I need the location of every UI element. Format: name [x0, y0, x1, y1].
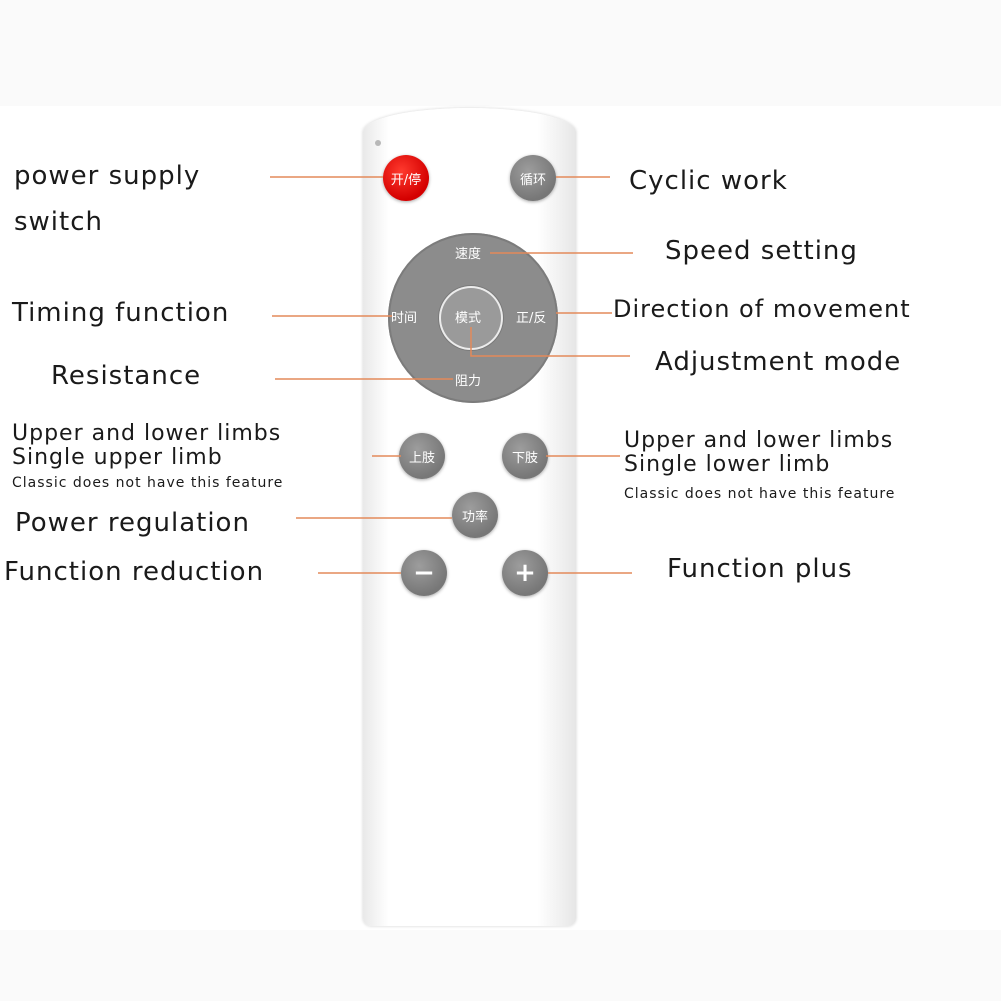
cycle-button-label: 循环: [519, 172, 546, 188]
background-top-band: [0, 0, 1001, 106]
left-limbs-label-line1: Upper and lower limbs: [12, 421, 282, 446]
upper-limb-button-label: 上肢: [408, 450, 435, 466]
function-plus-label: Function plus: [667, 554, 853, 584]
cycle-button[interactable]: 循环: [510, 155, 556, 201]
right-limbs-label-line2: Single lower limb: [624, 452, 831, 477]
right-limbs-note: Classic does not have this feature: [624, 486, 896, 502]
power-button[interactable]: 开/停: [383, 155, 429, 201]
minus-button[interactable]: −: [401, 550, 447, 596]
plus-icon: +: [514, 558, 536, 588]
speed-key-label[interactable]: 速度: [455, 247, 482, 262]
speed-setting-label: Speed setting: [665, 236, 858, 266]
timing-function-label: Timing function: [12, 298, 230, 328]
minus-icon: −: [413, 558, 435, 588]
lower-limb-button-label: 下肢: [511, 450, 538, 466]
indicator-led: [375, 140, 381, 146]
cyclic-work-label: Cyclic work: [629, 166, 788, 196]
power-regulation-label: Power regulation: [15, 508, 250, 538]
direction-of-movement-label: Direction of movement: [613, 295, 911, 323]
plus-button[interactable]: +: [502, 550, 548, 596]
direction-key-label[interactable]: 正/反: [516, 311, 547, 326]
power-regulation-button[interactable]: 功率: [452, 492, 498, 538]
resistance-label: Resistance: [51, 361, 202, 391]
background-bottom-band: [0, 930, 1001, 1001]
power-button-label: 开/停: [390, 172, 422, 188]
power-supply-label-line1: power supply: [14, 161, 201, 191]
power-supply-label-line2: switch: [14, 207, 104, 237]
function-reduction-label: Function reduction: [4, 557, 265, 587]
power-regulation-button-label: 功率: [461, 509, 488, 525]
time-key-label[interactable]: 时间: [391, 311, 418, 326]
mode-button-label: 模式: [455, 311, 482, 326]
left-limbs-label-line2: Single upper limb: [12, 445, 223, 470]
adjustment-mode-label: Adjustment mode: [655, 347, 902, 377]
lower-limb-button[interactable]: 下肢: [502, 433, 548, 479]
left-limbs-note: Classic does not have this feature: [12, 475, 284, 491]
right-limbs-label-line1: Upper and lower limbs: [624, 428, 894, 453]
upper-limb-button[interactable]: 上肢: [399, 433, 445, 479]
resistance-key-label[interactable]: 阻力: [455, 374, 482, 389]
